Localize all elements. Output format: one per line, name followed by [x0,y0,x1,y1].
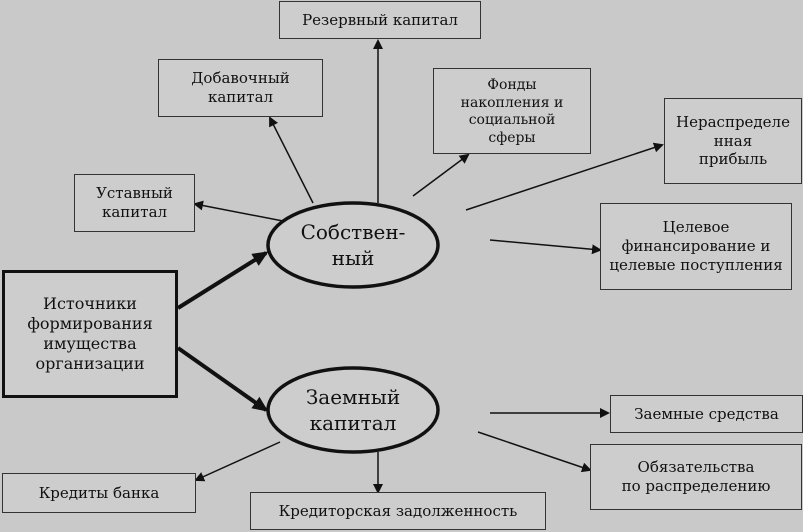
arrow-borrowed-to-obligations [477,431,592,473]
bank-credits-label: Кредиты банка [38,483,160,502]
funds-label: Фонды накопления и социальной сферы [460,77,564,146]
obligations-box: Обязательства по распределению [590,444,802,510]
arrow-own-to-retained [465,142,664,211]
arrow-own-to-authorized [193,200,284,222]
arrow-own-to-targeted [489,239,602,255]
reserve-capital-label: Резервный капитал [302,10,458,29]
arrow-own-to-additional [269,116,314,204]
loans-box: Заемные средства [610,395,803,433]
obligations-label: Обязательства по распределению [621,458,771,495]
arrow-sources-to-borrowed [176,346,269,412]
payables-box: Кредиторская задолженность [250,492,546,530]
own-capital-ellipse [266,201,440,289]
authorized-capital-label: Уставный капитал [96,184,173,221]
arrow-sources-to-own [176,251,269,310]
arrow-borrowed-to-bank-credits [194,441,281,482]
borrowed-capital-text: Заемный капитал [305,385,401,435]
authorized-capital-box: Уставный капитал [74,174,195,232]
own-capital-label: Собствен- ный [268,203,438,287]
borrowed-capital-label: Заемный капитал [268,368,438,452]
bank-credits-box: Кредиты банка [2,473,196,513]
additional-capital-label: Добавочный капитал [191,69,290,106]
funds-box: Фонды накопления и социальной сферы [433,68,591,154]
retained-earnings-box: Нераспределе нная прибыль [664,98,802,184]
payables-label: Кредиторская задолженность [278,501,518,520]
loans-label: Заемные средства [634,404,779,423]
sources-label: Источники формирования имущества организ… [27,294,153,373]
sources-box: Источники формирования имущества организ… [2,270,178,398]
additional-capital-box: Добавочный капитал [158,59,323,117]
retained-earnings-label: Нераспределе нная прибыль [676,112,790,169]
reserve-capital-box: Резервный капитал [279,1,481,39]
targeted-financing-label: Целевое финансирование и целевые поступл… [609,218,783,274]
own-capital-text: Собствен- ный [300,220,406,270]
arrow-own-to-funds [412,153,470,197]
targeted-financing-box: Целевое финансирование и целевые поступл… [600,203,792,290]
